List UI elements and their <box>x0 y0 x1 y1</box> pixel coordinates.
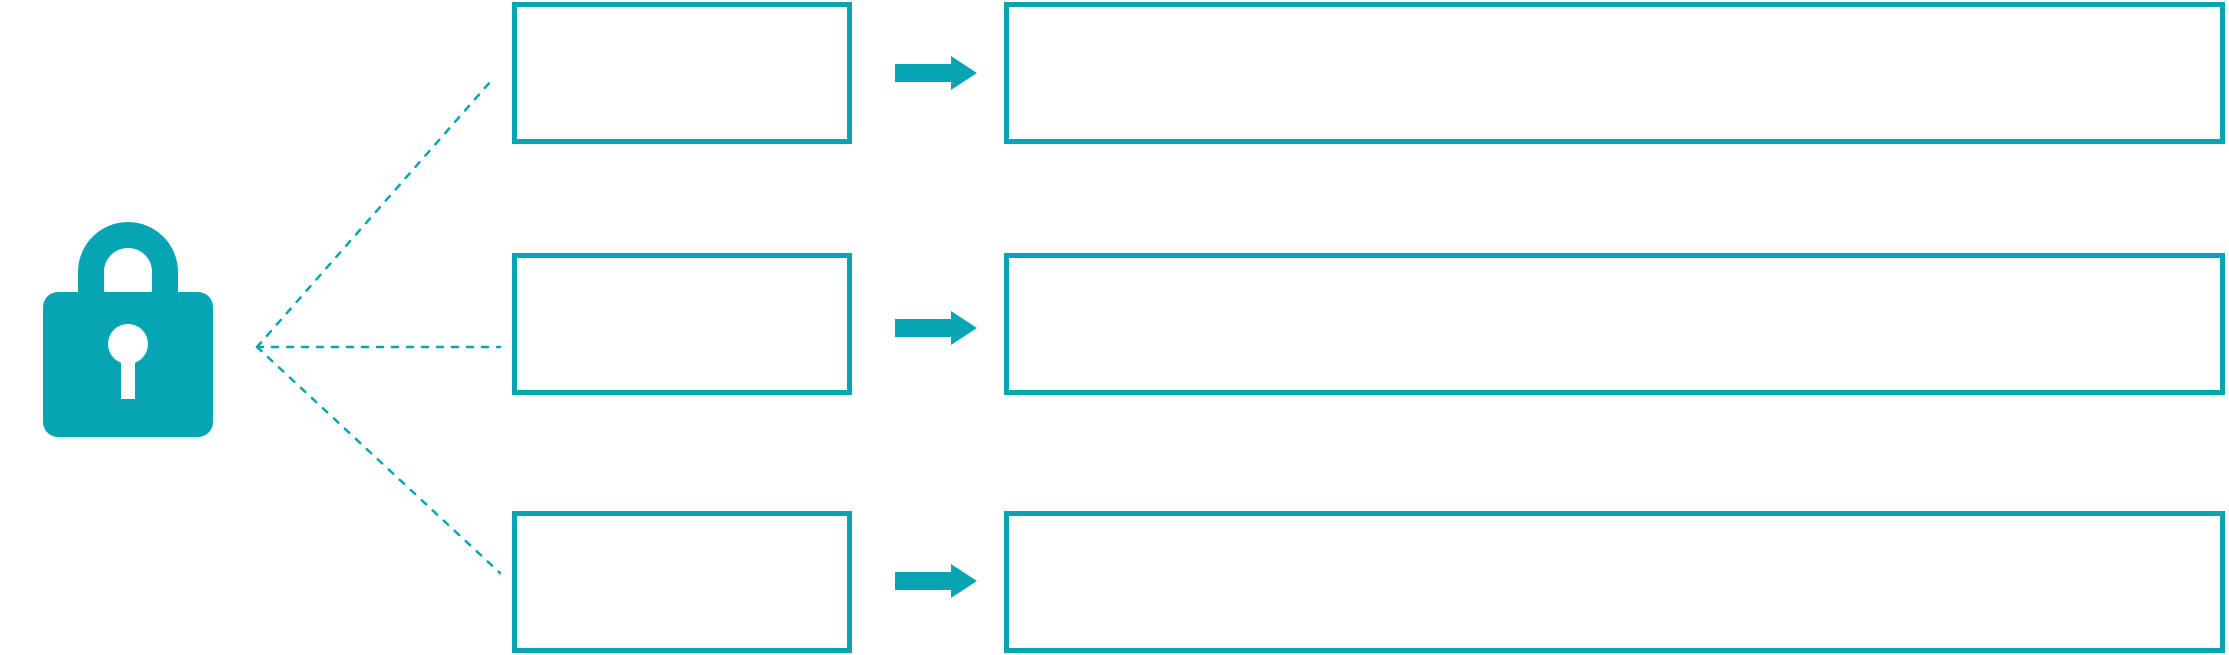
topic-box-1 <box>512 2 852 144</box>
right-arrow-icon <box>895 564 977 598</box>
topic-box-2 <box>512 253 852 395</box>
detail-box-1 <box>1004 2 2225 144</box>
arrow-icons <box>895 56 977 598</box>
topic-box-3 <box>512 511 852 653</box>
detail-box-3 <box>1004 511 2225 653</box>
detail-box-2 <box>1004 253 2225 395</box>
connector-line-top <box>255 79 493 349</box>
connector-line-bottom <box>255 345 502 575</box>
connector-lines <box>255 79 502 575</box>
right-arrow-icon <box>895 311 977 345</box>
right-arrow-icon <box>895 56 977 90</box>
lock-icon <box>43 222 213 437</box>
